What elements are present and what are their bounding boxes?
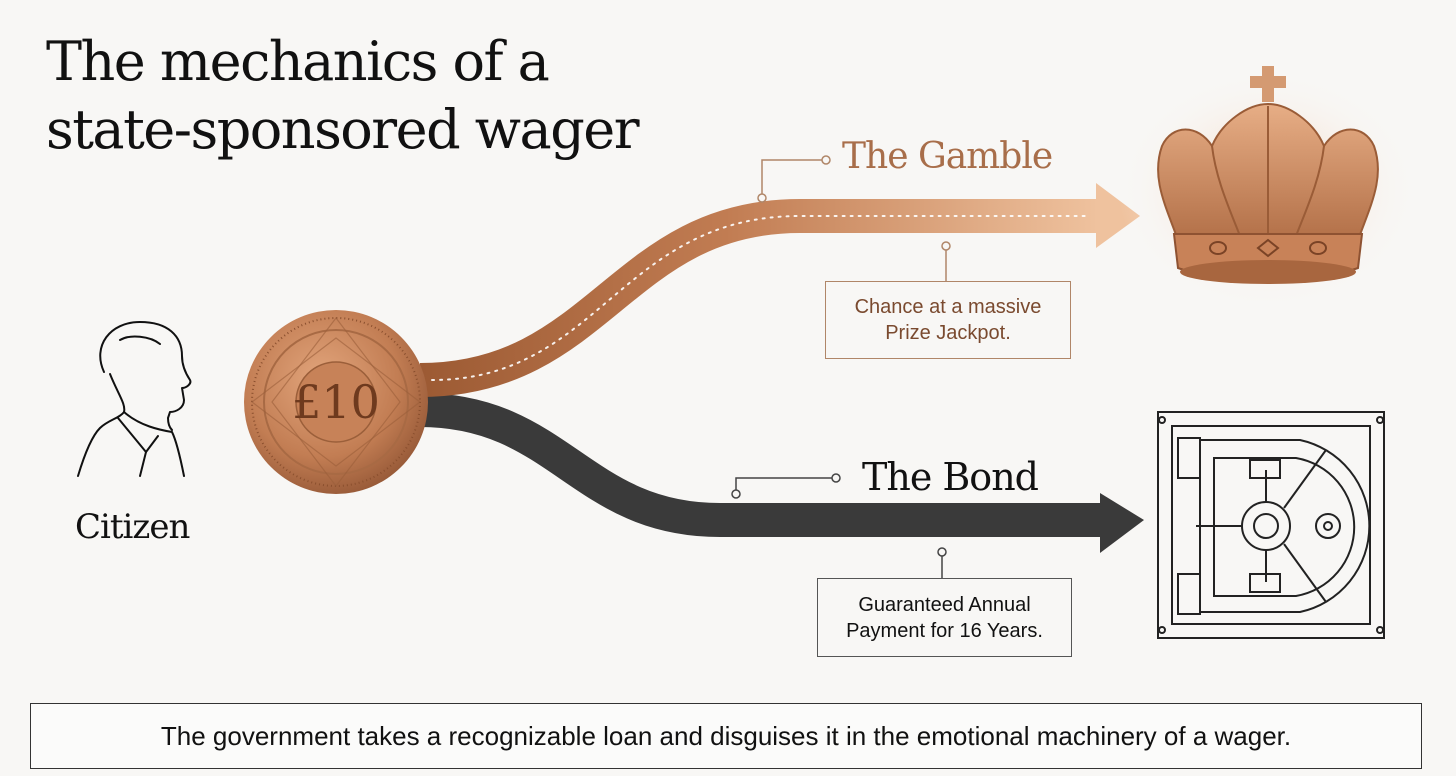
bond-description-line-1: Guaranteed Annual (858, 593, 1031, 616)
caption-text: The government takes a recognizable loan… (160, 720, 1292, 751)
bond-connectors (731, 473, 947, 578)
title-line-1: The mechanics of a (46, 30, 550, 93)
coin: £10 (244, 310, 428, 494)
bond-description: Guaranteed Annual Payment for 16 Years. (817, 578, 1072, 657)
gamble-arrow (419, 183, 1140, 397)
gamble-title: The Gamble (842, 136, 1053, 177)
person-profile-icon (77, 321, 192, 477)
coin-label: £10 (292, 375, 380, 429)
bond-title: The Bond (862, 455, 1039, 499)
caption-box: The government takes a recognizable loan… (30, 703, 1422, 769)
crown-icon (1118, 66, 1418, 310)
gamble-description-line-1: Chance at a massive (854, 296, 1042, 318)
vault-icon (1157, 411, 1385, 639)
title-line-2: state-sponsored wager (46, 98, 640, 161)
bond-description-line-2: Payment for 16 Years. (846, 619, 1043, 642)
citizen-label: Citizen (75, 507, 190, 547)
gamble-connectors (757, 155, 951, 281)
bond-arrow (419, 393, 1144, 553)
gamble-description-line-2: Prize Jackpot. (885, 322, 1011, 344)
page-title: The mechanics of a state-sponsored wager (46, 28, 640, 164)
gamble-description: Chance at a massive Prize Jackpot. (825, 281, 1071, 359)
